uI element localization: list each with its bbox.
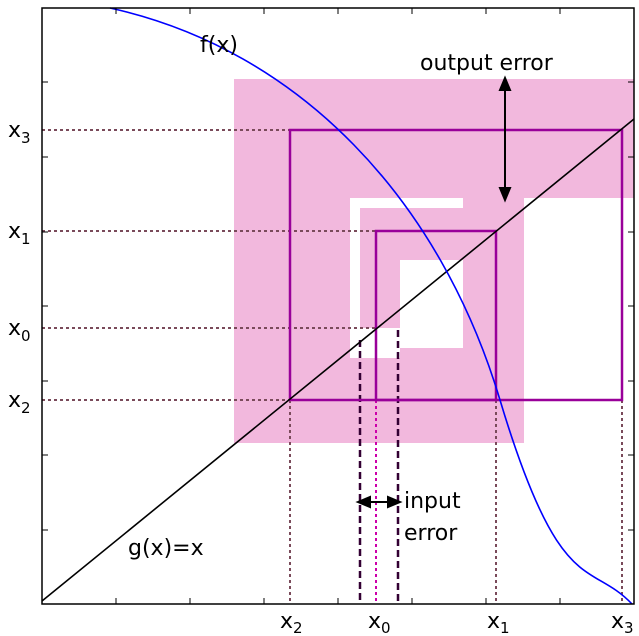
input-error-label-line1: input [404, 489, 461, 514]
y-tick-label: x2 [8, 388, 31, 417]
x-tick-label: x0 [368, 609, 391, 636]
iteration-path [288, 128, 624, 402]
error-band-inner-left [360, 208, 400, 328]
g-line-label: g(x)=x [128, 536, 204, 561]
f-curve [109, 7, 633, 605]
x-tick-label: x3 [611, 609, 634, 636]
g-line [41, 118, 635, 602]
iteration-inner-square [374, 229, 498, 402]
error-band-right [463, 198, 524, 443]
output-error-label: output error [420, 51, 554, 76]
input-error-label-line2: error [404, 521, 458, 546]
x-tick-label: x2 [280, 609, 303, 636]
y-tick-label: x3 [8, 118, 31, 147]
error-band [234, 79, 634, 443]
error-band-inner-bottom [400, 348, 463, 358]
f-curve-label: f(x) [200, 33, 238, 58]
output-error-arrow [498, 75, 512, 203]
input-error-bounds [358, 330, 400, 604]
axis-ticks [42, 8, 634, 604]
input-error-arrow [355, 495, 403, 509]
y-tick-label: x1 [8, 219, 31, 248]
x-tick-label: x1 [487, 609, 510, 636]
y-tick-label: x0 [8, 316, 31, 345]
